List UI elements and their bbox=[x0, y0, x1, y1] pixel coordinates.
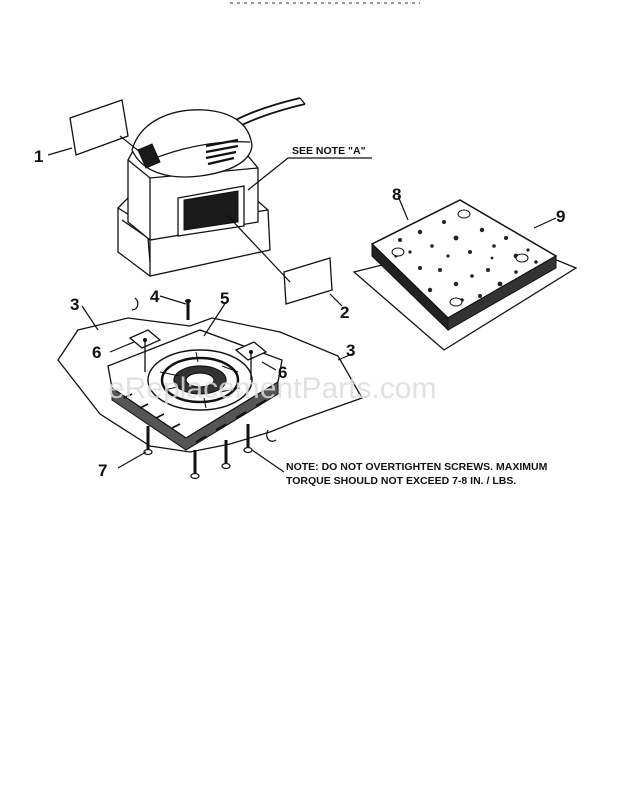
platen-base-assembly bbox=[107, 329, 283, 451]
callout-9: 9 bbox=[556, 207, 565, 226]
callout-3-left: 3 bbox=[70, 295, 79, 314]
callout-4: 4 bbox=[150, 287, 160, 306]
callout-6-right: 6 bbox=[278, 363, 287, 382]
callout-7: 7 bbox=[98, 461, 107, 480]
notes: SEE NOTE "A" NOTE: DO NOT OVERTIGHTEN SC… bbox=[286, 145, 548, 487]
callout-3-right: 3 bbox=[346, 341, 355, 360]
torque-note-line-2: TORQUE SHOULD NOT EXCEED 7-8 IN. / LBS. bbox=[286, 475, 516, 487]
callout-5: 5 bbox=[220, 289, 229, 308]
part-1-label-card bbox=[69, 99, 129, 156]
part-7-screws bbox=[143, 424, 253, 480]
part-2-label-card bbox=[283, 257, 333, 305]
torque-note-line-1: NOTE: DO NOT OVERTIGHTEN SCREWS. MAXIMUM bbox=[286, 461, 548, 473]
callout-2: 2 bbox=[340, 303, 349, 322]
callout-labels: 1 2 3 3 4 5 6 6 7 8 9 bbox=[34, 147, 565, 480]
watermark-text: eReplacementParts.com bbox=[108, 372, 436, 405]
part-3-gasket bbox=[57, 297, 363, 453]
see-note-a: SEE NOTE "A" bbox=[292, 145, 366, 157]
leader-lines bbox=[47, 135, 557, 473]
callout-1: 1 bbox=[34, 147, 43, 166]
part-4-pin bbox=[185, 299, 191, 320]
callout-8: 8 bbox=[392, 185, 401, 204]
part-6-clip-right bbox=[234, 341, 268, 380]
part-6-clip-left bbox=[128, 329, 162, 372]
part-8-sanding-pad bbox=[370, 199, 558, 332]
sander-body bbox=[117, 97, 306, 277]
callout-6-left: 6 bbox=[92, 343, 101, 362]
